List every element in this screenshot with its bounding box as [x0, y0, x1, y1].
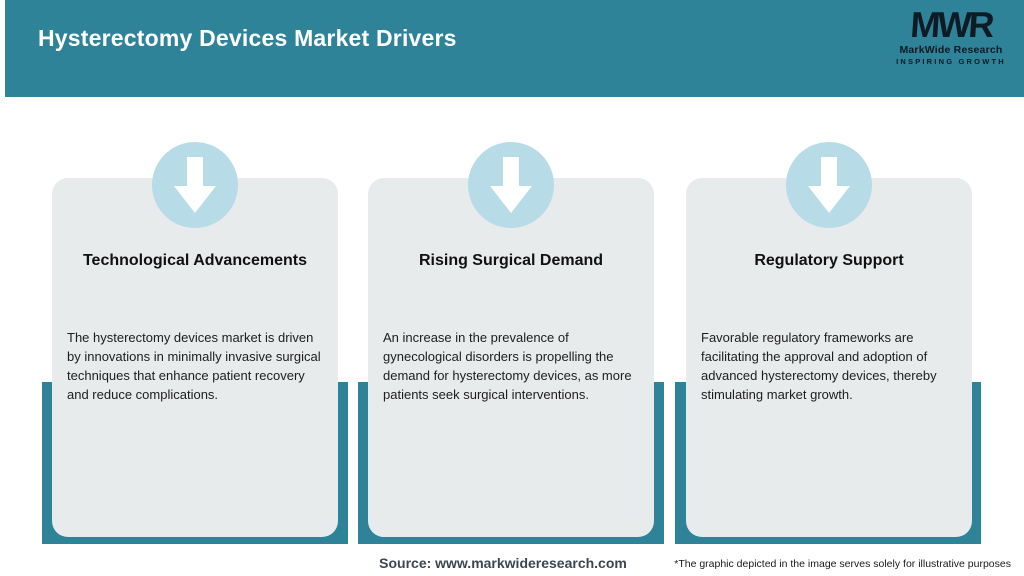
disclaimer-text: *The graphic depicted in the image serve… — [674, 558, 1011, 570]
down-arrow-badge — [786, 142, 872, 228]
card-title: Regulatory Support — [754, 252, 904, 269]
card-body: The hysterectomy devices market is drive… — [67, 330, 321, 402]
card-title: Rising Surgical Demand — [418, 252, 604, 269]
card-body: An increase in the prevalence of gynecol… — [383, 330, 632, 402]
driver-card-technological-advancements: Technological Advancements The hysterect… — [52, 178, 338, 537]
page-title: Hysterectomy Devices Market Drivers — [38, 25, 457, 51]
source-text: Source: www.markwideresearch.com — [379, 555, 627, 571]
logo-name: MarkWide Research — [899, 44, 1003, 56]
down-arrow-badge — [152, 142, 238, 228]
header-bar: Hysterectomy Devices Market Drivers MWR … — [5, 0, 1024, 97]
driver-card-regulatory-support: Regulatory Support Favorable regulatory … — [686, 178, 972, 537]
down-arrow-icon — [490, 157, 532, 213]
driver-card-rising-surgical-demand: Rising Surgical Demand An increase in th… — [368, 178, 654, 537]
logo-tagline: INSPIRING GROWTH — [896, 57, 1006, 66]
down-arrow-icon — [174, 157, 216, 213]
down-arrow-icon — [808, 157, 850, 213]
markwide-logo: MWR MarkWide Research INSPIRING GROWTH — [896, 4, 1006, 66]
card-title: Technological Advancements — [82, 252, 308, 269]
logo-monogram: MWR — [909, 4, 993, 45]
down-arrow-badge — [468, 142, 554, 228]
card-body: Favorable regulatory frameworks are faci… — [701, 330, 937, 402]
